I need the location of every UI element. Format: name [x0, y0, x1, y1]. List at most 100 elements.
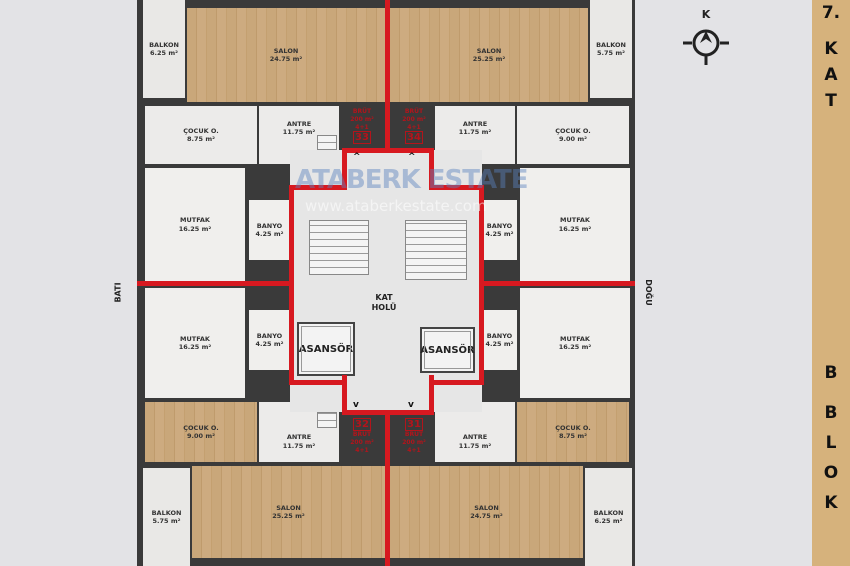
unit-area: 200 m² — [350, 115, 374, 123]
divider-east — [480, 281, 635, 286]
kat-holu-line2: HOLÜ — [371, 303, 397, 312]
unit-brut: BRÜT — [404, 108, 424, 115]
room-area: 25.25 m² — [272, 512, 305, 520]
room-name: ÇOCUK O. — [183, 423, 219, 432]
room-name: ANTRE — [286, 433, 312, 442]
room-area: 6.25 m² — [150, 49, 178, 57]
entry-arrow-up-34: ^ — [408, 152, 416, 162]
room-name: BANYO — [256, 331, 283, 340]
unit-area: 200 m² — [350, 438, 374, 446]
room-area: 11.75 m² — [458, 441, 492, 450]
room-cocuk-top-right: ÇOCUK O.9.00 m² — [517, 106, 629, 164]
room-area: 25.25 m² — [472, 55, 506, 63]
core-outline-top — [342, 148, 434, 188]
staircase-right — [405, 220, 467, 280]
floor-char: 7. — [821, 3, 841, 23]
watermark-logo: ATABERK ESTATE — [295, 165, 529, 195]
unit-type: 4+1 — [355, 446, 369, 454]
entry-arrow-up-33: ^ — [353, 152, 361, 162]
room-area: 8.75 m² — [559, 432, 587, 440]
room-name: BANYO — [486, 221, 513, 230]
block-char: O — [823, 463, 839, 483]
staircase-left — [309, 220, 369, 275]
room-area: 24.75 m² — [470, 512, 503, 520]
unit-type: 4+1 — [407, 123, 421, 131]
direction-east: DOĞU — [643, 279, 653, 306]
block-char: B — [824, 363, 838, 383]
room-area: 4.25 m² — [485, 340, 514, 348]
unit-number: 33 — [353, 131, 371, 145]
room-name: ÇOCUK O. — [183, 126, 219, 135]
unit-type: 4+1 — [407, 446, 421, 454]
unit-brut: BRÜT — [404, 431, 424, 438]
room-cocuk-top-left: ÇOCUK O.8.75 m² — [145, 106, 257, 164]
core-outline-right — [429, 185, 484, 385]
room-name: ANTRE — [462, 120, 488, 128]
room-name: BANYO — [256, 221, 283, 230]
room-name: ANTRE — [286, 120, 312, 128]
room-name: BALKON — [596, 40, 626, 49]
room-area: 6.25 m² — [594, 517, 623, 525]
room-name: ANTRE — [462, 433, 488, 442]
room-area: 8.75 m² — [187, 135, 215, 143]
room-name: MUTFAK — [560, 216, 590, 225]
room-area: 16.25 m² — [178, 343, 212, 351]
room-name: SALON — [273, 46, 299, 55]
divider-west — [137, 281, 294, 286]
north-compass: K — [683, 8, 729, 70]
room-area: 16.25 m² — [558, 224, 592, 233]
unit-type: 4+1 — [355, 123, 369, 131]
compass-icon — [683, 29, 729, 65]
room-area: 5.75 m² — [597, 49, 625, 57]
staircase-bottom-left — [317, 412, 337, 428]
room-name: BALKON — [593, 508, 624, 517]
block-char: K — [824, 493, 838, 513]
room-name: ÇOCUK O. — [555, 423, 591, 432]
block-char: L — [825, 433, 837, 453]
room-area: 4.25 m² — [255, 230, 284, 238]
floor-char: A — [824, 65, 838, 85]
room-area: 9.00 m² — [559, 135, 587, 143]
core-outline-bottom — [342, 375, 434, 415]
divider-bottom — [385, 412, 390, 566]
unit-brut: BRÜT — [352, 108, 372, 115]
room-area: 11.75 m² — [282, 441, 316, 450]
north-label: K — [701, 8, 711, 21]
room-cocuk-bottom-left: ÇOCUK O.9.00 m² — [145, 402, 257, 462]
room-cocuk-bottom-right: ÇOCUK O.8.75 m² — [517, 402, 629, 462]
room-name: ÇOCUK O. — [555, 126, 591, 135]
unit-area: 200 m² — [402, 438, 426, 446]
divider-top — [385, 0, 390, 152]
room-name: BANYO — [486, 331, 513, 340]
room-name: SALON — [474, 503, 499, 512]
core-outline-left — [289, 185, 347, 385]
room-area: 4.25 m² — [485, 230, 514, 238]
room-name: BALKON — [151, 508, 182, 517]
room-name: MUTFAK — [560, 334, 590, 343]
floor-char: K — [824, 39, 838, 59]
room-area: 4.25 m² — [255, 340, 284, 348]
unit-number: 31 — [405, 418, 423, 431]
